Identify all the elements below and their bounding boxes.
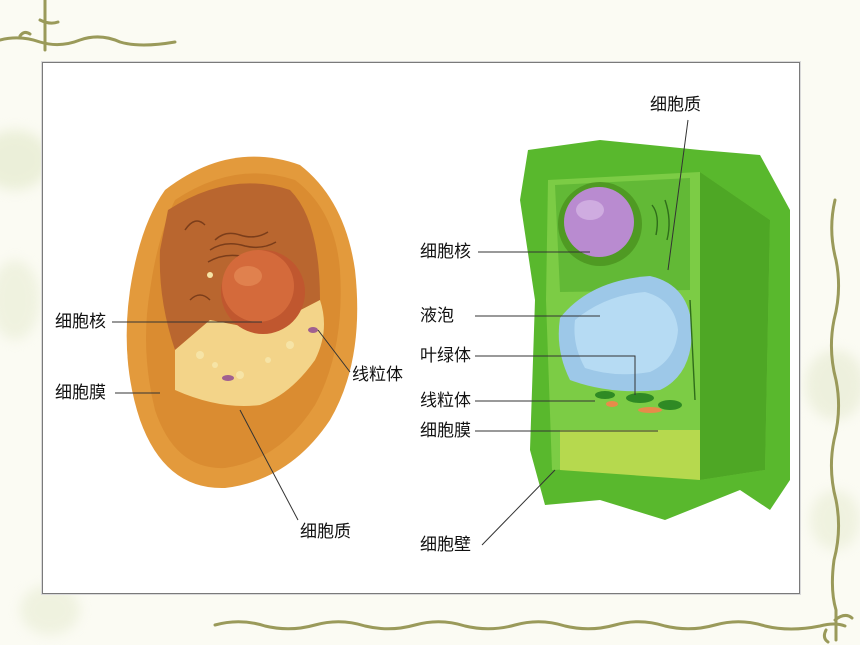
plant-chloroplast-label: 叶绿体 (420, 346, 471, 366)
plant-cell-illustration (520, 140, 790, 520)
animal-nucleus-label: 细胞核 (55, 312, 106, 332)
plant-vacuole-label: 液泡 (420, 306, 454, 326)
plant-membrane-label: 细胞膜 (420, 421, 471, 441)
pointer-lines (112, 119, 689, 546)
animal-membrane-label: 细胞膜 (55, 383, 106, 403)
plant-mitochondria-label: 线粒体 (420, 391, 471, 411)
background-blot (0, 260, 40, 340)
plant-nucleus-label: 细胞核 (420, 242, 471, 262)
animal-cytoplasm-label: 细胞质 (300, 522, 351, 542)
plant-cytoplasm-label: 细胞质 (650, 95, 701, 115)
plant-cell-wall-label: 细胞壁 (420, 535, 471, 555)
animal-mitochondria-label: 线粒体 (352, 365, 403, 385)
